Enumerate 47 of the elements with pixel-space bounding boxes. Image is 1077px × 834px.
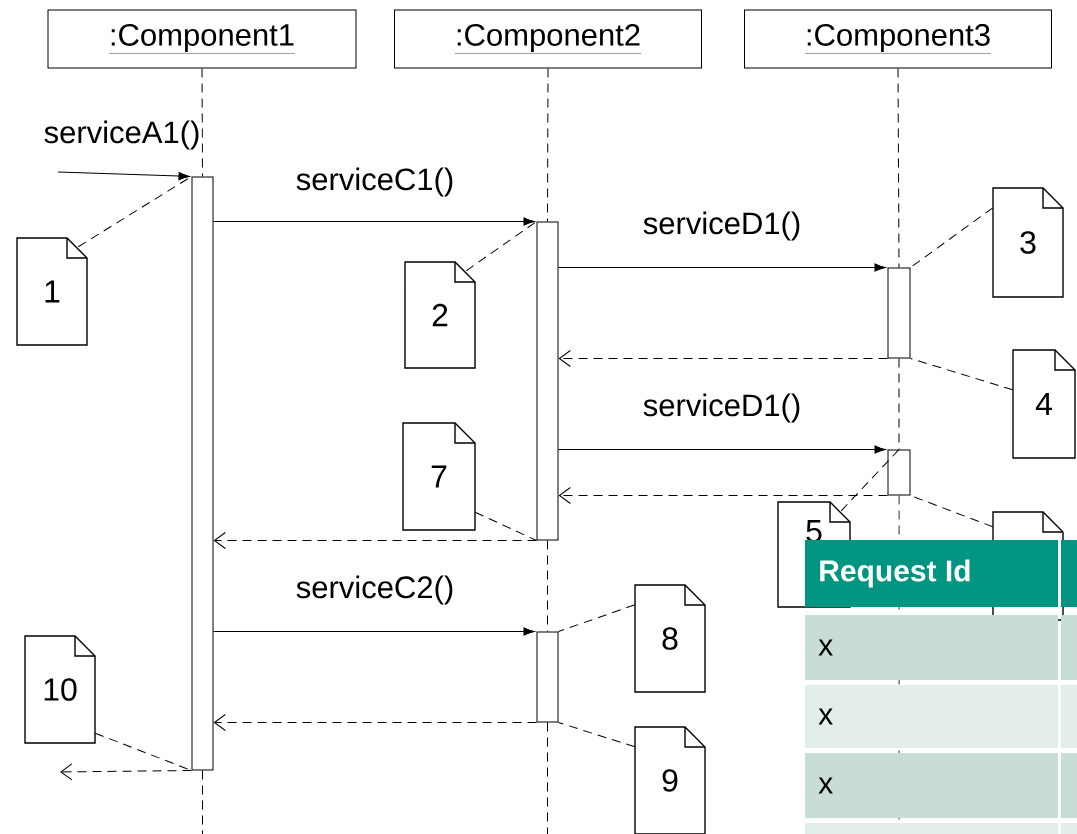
- return-arrow: [213, 714, 537, 731]
- leader-line: [558, 722, 636, 748]
- lifeline-head: :Component2: [394, 9, 702, 69]
- note: 4: [1012, 349, 1076, 459]
- lifeline: [547, 540, 548, 632]
- note: 2: [404, 261, 476, 369]
- message-arrow: [558, 263, 886, 272]
- return-arrow: [60, 763, 192, 781]
- leader-line: [840, 449, 900, 512]
- leader-line: [465, 221, 537, 272]
- lifeline-head: :Component3: [744, 9, 1052, 69]
- edge-label: serviceD1(): [641, 210, 803, 242]
- activation-bar: [536, 631, 559, 723]
- edge-label: serviceD1(): [641, 392, 803, 424]
- activation-bar: [887, 267, 911, 359]
- lifeline: [898, 358, 900, 450]
- edge-label: serviceC1(): [294, 166, 456, 198]
- return-arrow: [213, 532, 537, 549]
- edge-label: serviceC2(): [294, 574, 456, 606]
- leader-line: [910, 358, 1014, 391]
- note: 9: [634, 726, 706, 834]
- activation-bar: [191, 176, 214, 771]
- lifeline-head: :Component1: [47, 9, 357, 69]
- return-arrow: [558, 487, 888, 504]
- leader-line: [558, 604, 636, 632]
- note: 8: [634, 584, 706, 693]
- table-header-cell: Request Id: [805, 540, 1058, 607]
- note: 10: [24, 635, 96, 744]
- table-cell: x: [805, 753, 1058, 818]
- message-arrow: [57, 171, 190, 181]
- note: 3: [992, 187, 1064, 298]
- note: 7: [402, 422, 476, 531]
- leader-line: [910, 207, 994, 268]
- table-cell: x: [805, 685, 1058, 748]
- activation-bar: [887, 449, 911, 496]
- activation-bar: [536, 221, 559, 541]
- table-cell: x: [805, 615, 1058, 680]
- lifeline: [547, 68, 549, 222]
- message-arrow: [213, 217, 535, 226]
- message-arrow: [558, 445, 886, 454]
- leader-line: [474, 511, 537, 541]
- edge-label: serviceA1(): [42, 119, 202, 151]
- note: 1: [16, 237, 88, 346]
- return-arrow: [558, 350, 888, 367]
- message-arrow: [213, 627, 535, 636]
- lifeline: [897, 68, 900, 268]
- lifeline: [201, 68, 203, 177]
